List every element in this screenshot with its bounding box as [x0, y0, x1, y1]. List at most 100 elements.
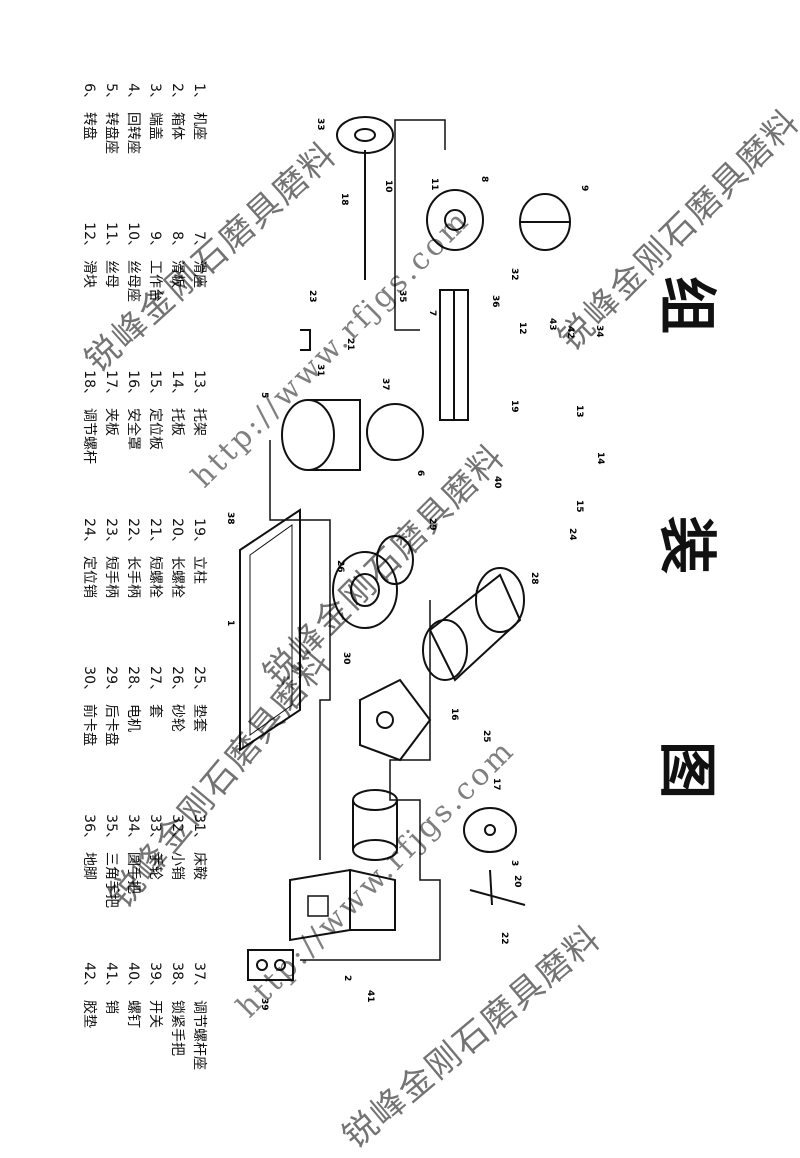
part-number: 25、 [191, 666, 207, 698]
callout-43: 43 [547, 318, 557, 331]
part-entry: 21、短螺栓 [144, 516, 166, 676]
part-entry: 19、立柱 [188, 516, 210, 676]
part-number: 41、 [103, 962, 119, 994]
part-name: 调节螺杆座 [191, 1000, 207, 1070]
part-name: 托板 [169, 408, 185, 436]
callout-33: 33 [315, 118, 325, 131]
part-entry: 28、电机 [122, 664, 144, 824]
part-name: 回转座 [125, 112, 141, 154]
part-name: 后卡盘 [103, 704, 119, 746]
part-number: 20、 [169, 518, 185, 550]
callout-3: 3 [509, 860, 519, 866]
callout-40: 40 [492, 476, 502, 489]
part-entry: 18、调节螺杆 [78, 368, 100, 528]
callout-8: 8 [479, 176, 489, 182]
callout-37: 37 [380, 378, 390, 391]
part-number: 2、 [169, 83, 185, 106]
part-entry: 36、地脚 [78, 812, 100, 972]
part-number: 30、 [81, 666, 97, 698]
part-number: 21、 [147, 518, 163, 550]
part-number: 1、 [191, 83, 207, 106]
part-entry: 29、后卡盘 [100, 664, 122, 824]
callout-6: 6 [415, 470, 425, 476]
part-number: 11、 [103, 222, 119, 254]
callout-39: 39 [259, 998, 269, 1011]
part-number: 19、 [191, 518, 207, 550]
part-entry: 30、前卡盘 [78, 664, 100, 824]
part-number: 12、 [81, 222, 97, 254]
callout-7: 7 [427, 310, 437, 316]
callout-35: 35 [397, 290, 407, 303]
callout-9: 9 [579, 185, 589, 191]
part-name: 立柱 [191, 556, 207, 584]
callout-21: 21 [345, 338, 355, 351]
part-name: 床鞍 [191, 852, 207, 880]
part-number: 42、 [81, 962, 97, 994]
callout-38: 38 [225, 512, 235, 525]
part-number: 13、 [191, 370, 207, 402]
callout-12: 12 [517, 322, 527, 335]
part-name: 开关 [147, 1000, 163, 1028]
part-name: 定位板 [147, 408, 163, 450]
part-number: 29、 [103, 666, 119, 698]
part-entry: 27、套 [144, 664, 166, 824]
part-entry: 3、端盖 [144, 72, 166, 232]
part-name: 定位销 [81, 556, 97, 598]
part-name: 销 [103, 1000, 119, 1014]
callout-18: 18 [339, 193, 349, 206]
part-number: 22、 [125, 518, 141, 550]
callout-36: 36 [490, 295, 500, 308]
part-name: 调节螺杆 [81, 408, 97, 464]
callout-32: 32 [509, 268, 519, 281]
callout-34: 34 [594, 325, 604, 338]
part-number: 23、 [103, 518, 119, 550]
callout-28: 28 [529, 572, 539, 585]
part-entry: 42、胶垫 [78, 960, 100, 1120]
part-entry: 14、托板 [166, 368, 188, 528]
part-number: 6、 [81, 83, 97, 106]
part-name: 砂轮 [169, 704, 185, 732]
part-name: 安全罩 [125, 408, 141, 450]
callout-24: 24 [567, 528, 577, 541]
part-entry: 23、短手柄 [100, 516, 122, 676]
part-entry: 1、机座 [188, 72, 210, 232]
callout-5: 5 [259, 392, 269, 398]
callout-41: 41 [365, 990, 375, 1003]
callout-2: 2 [342, 975, 352, 981]
callout-29: 29 [427, 518, 437, 531]
part-number: 9、 [147, 231, 163, 254]
part-entry: 4、回转座 [122, 72, 144, 232]
part-number: 36、 [81, 814, 97, 846]
part-number: 24、 [81, 518, 97, 550]
part-name: 短手柄 [103, 556, 119, 598]
callout-30: 30 [341, 652, 351, 665]
part-number: 40、 [125, 962, 141, 994]
part-name: 胶垫 [81, 1000, 97, 1028]
callout-10: 10 [383, 180, 393, 193]
callout-31: 31 [315, 364, 325, 377]
callout-26: 26 [335, 560, 345, 573]
part-name: 套 [147, 704, 163, 718]
part-name: 托架 [191, 408, 207, 436]
part-number: 10、 [125, 222, 141, 254]
part-number: 26、 [169, 666, 185, 698]
part-name: 电机 [125, 704, 141, 732]
part-name: 螺钉 [125, 1000, 141, 1028]
part-entry: 39、开关 [144, 960, 166, 1120]
part-number: 3、 [147, 83, 163, 106]
callout-16: 16 [449, 708, 459, 721]
part-entry: 22、长手柄 [122, 516, 144, 676]
part-number: 38、 [169, 962, 185, 994]
part-entry: 40、螺钉 [122, 960, 144, 1120]
callout-11: 11 [429, 178, 439, 191]
part-number: 16、 [125, 370, 141, 402]
part-number: 28、 [125, 666, 141, 698]
part-entry: 16、安全罩 [122, 368, 144, 528]
part-name: 短螺栓 [147, 556, 163, 598]
part-name: 丝母 [103, 260, 119, 288]
part-name: 端盖 [147, 112, 163, 140]
